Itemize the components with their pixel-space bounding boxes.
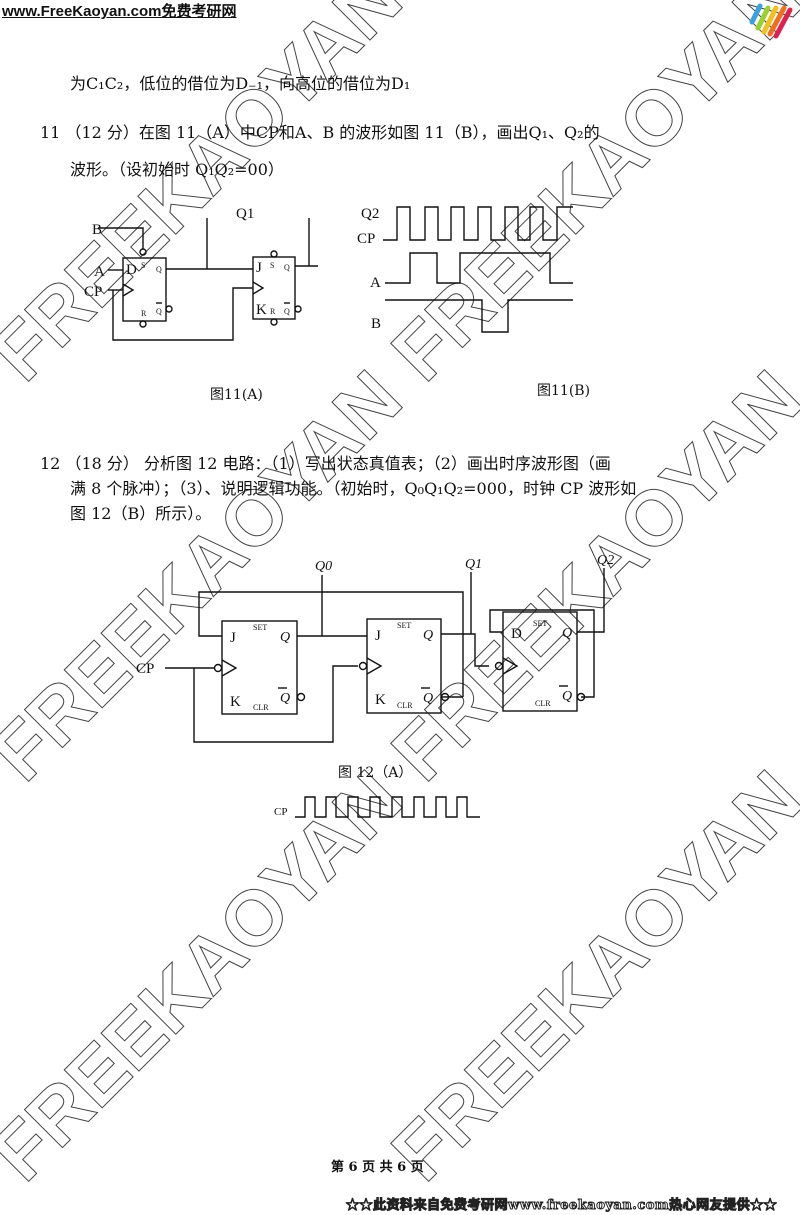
rainbow-pencils-logo [749,3,793,39]
figure-11b-caption: 图11(B) [537,383,591,399]
label-q0: Q0 [315,559,332,574]
q12-line-3: 图 12（B）所示）。 [70,504,212,523]
label-rd: R [270,307,276,316]
label-b: B [92,222,102,238]
label-clr: CLR [253,703,269,712]
label-qbar: Q [280,691,290,706]
site-header-link[interactable]: www.FreeKaoyan.com免费考研网 [2,3,237,20]
label-set: SET [397,621,411,630]
label-cp: CP [84,284,102,300]
label-q: Q [280,630,290,645]
label-k: K [375,692,386,708]
label-k: K [230,694,241,710]
label-j: J [256,260,262,276]
label-cp: CP [136,661,154,677]
label-qbar: Q [562,689,572,704]
label-k: K [256,302,267,318]
figure-12a-caption: 图 12（A） [338,765,413,781]
label-d: D [511,626,522,642]
label-qbar: Q [284,307,290,316]
label-qbar: Q [423,691,433,706]
label-q2: Q2 [361,206,379,222]
label-sd: S [141,261,145,270]
label-cp: CP [274,806,287,818]
label-q2: Q2 [597,553,614,568]
a-waveform [385,252,573,284]
q11-line-2: 波形。（设初始时 Q₁Q₂=00） [70,160,284,179]
figure-11a-caption: 图11(A) [210,387,263,403]
label-q: Q [284,263,290,272]
page-number: 第 6 页 共 6 页 [331,1160,424,1175]
previous-question-tail: 为C₁C₂，低位的借位为D₋₁，向高位的借位为D₁ [70,74,411,93]
label-a: A [370,275,381,291]
q12-line-1: 12 （18 分） 分析图 12 电路：（1）写出状态真值表；（2）画出时序波形… [40,454,611,473]
label-j: J [230,630,236,646]
label-set: SET [533,619,547,628]
label-qbar: Q [156,307,162,316]
label-q1: Q1 [465,557,482,572]
label-clr: CLR [535,699,551,708]
label-clr: CLR [397,701,413,710]
q12-line-2: 满 8 个脉冲）；（3）、说明逻辑功能。（初始时，Q₀Q₁Q₂=000，时钟 C… [70,479,637,498]
label-j: J [375,628,381,644]
label-set: SET [253,623,267,632]
b-waveform [385,299,573,333]
label-q: Q [562,626,572,641]
label-cp: CP [357,231,375,247]
label-sd: S [270,261,274,270]
label-q1: Q1 [236,206,254,222]
footer-banner: ★★此资料来自免费考研网www.freekaoyan.com热心网友提供★★ [345,1198,778,1214]
label-a: A [94,264,105,280]
label-q: Q [423,628,433,643]
cp-waveform [383,206,573,241]
q11-line-1: 11 （12 分）在图 11（A）中CP和A、B 的波形如图 11（B），画出Q… [40,123,600,142]
label-rd: R [141,309,147,318]
label-q: Q [156,265,162,274]
label-d: D [126,262,137,278]
label-b: B [371,316,381,332]
cp-waveform [295,796,480,818]
